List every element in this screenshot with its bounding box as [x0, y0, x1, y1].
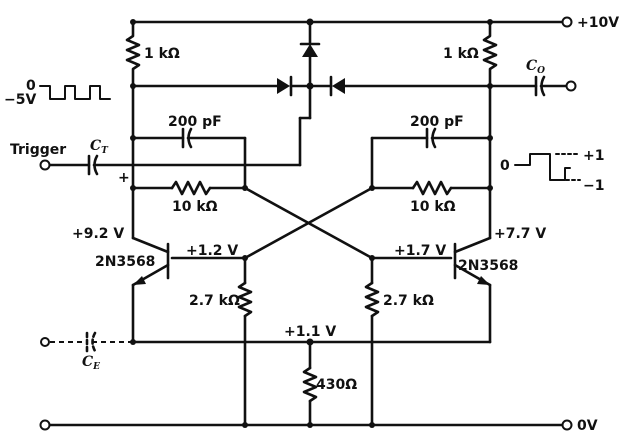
emitter-capacitor-label: CE: [82, 354, 100, 372]
output-capacitor: CO: [488, 58, 577, 97]
transistor-right-label: 2N3568: [458, 258, 518, 274]
input-pulse-low-label: −5V: [4, 92, 36, 108]
transistor-left-label: 2N3568: [95, 254, 155, 270]
positive-rail: +10V: [130, 15, 619, 31]
base-resistor-right: 2.7 kΩ: [364, 255, 434, 427]
diode-network: [130, 20, 493, 167]
collector-left-voltage: +9.2 V: [72, 226, 124, 242]
emitter-bypass-terminal: [40, 337, 50, 347]
output-zero-label: 0: [500, 158, 510, 174]
base-right-voltage: +1.7 V: [394, 243, 446, 259]
collector-resistor-left-label: 1 kΩ: [144, 46, 180, 62]
speedup-capacitor-left: 200 pF: [130, 114, 247, 187]
input-pulse-waveform: 0 −5V: [4, 78, 111, 108]
ground-terminal-right: [561, 419, 573, 431]
emitter-voltage: +1.1 V: [284, 324, 336, 340]
ground-rail: 0V: [39, 418, 598, 434]
cross-resistor-left: 10 kΩ: [130, 180, 248, 215]
base-resistor-left: 2.7 kΩ: [189, 255, 253, 427]
speedup-capacitor-left-label: 200 pF: [168, 114, 222, 130]
diode-left: [277, 78, 290, 94]
speedup-capacitor-right-label: 200 pF: [410, 114, 464, 130]
diode-vertical: [302, 44, 318, 57]
base-resistor-left-label: 2.7 kΩ: [189, 293, 240, 309]
transistor-right-emitter-arrow: [477, 276, 490, 285]
trigger-input: Trigger CT +: [10, 138, 302, 186]
emitter-resistor: 430Ω: [302, 340, 357, 427]
output-capacitor-label: CO: [526, 58, 545, 76]
output-high-label: +1: [583, 148, 604, 164]
trigger-terminal[interactable]: [39, 159, 51, 171]
collector-right-voltage: +7.7 V: [494, 226, 546, 242]
ground-terminal-left: [39, 419, 51, 431]
base-resistor-right-label: 2.7 kΩ: [383, 293, 434, 309]
trigger-capacitor-label: CT: [90, 138, 109, 156]
output-low-label: −1: [583, 178, 604, 194]
emitter-resistor-label: 430Ω: [316, 377, 357, 393]
transistor-left-emitter-arrow: [133, 276, 146, 285]
diode-right: [332, 78, 345, 94]
collector-resistor-right-label: 1 kΩ: [443, 46, 479, 62]
positive-rail-label: +10V: [577, 15, 619, 31]
base-left-voltage: +1.2 V: [186, 243, 238, 259]
trigger-label: Trigger: [10, 142, 66, 158]
cross-coupling-wires: [243, 186, 374, 260]
transistor-left: 2N3568: [95, 236, 247, 344]
input-pulse-high-label: 0: [26, 78, 36, 94]
trigger-polarity-label: +: [118, 170, 130, 186]
output-waveform: 0 +1 −1: [500, 148, 604, 194]
speedup-capacitor-right: 200 pF: [370, 114, 493, 187]
cross-resistor-right-label: 10 kΩ: [410, 199, 456, 215]
positive-terminal: [561, 16, 573, 28]
ground-rail-label: 0V: [577, 418, 598, 434]
transistor-right: 2N3568: [370, 236, 518, 344]
cross-resistor-right: 10 kΩ: [369, 180, 493, 215]
collector-resistor-left: 1 kΩ: [125, 20, 180, 90]
cross-resistor-left-label: 10 kΩ: [172, 199, 218, 215]
emitter-bypass-capacitor: CE: [40, 331, 133, 372]
collector-resistor-right: 1 kΩ: [443, 20, 498, 90]
output-terminal: [565, 80, 577, 92]
